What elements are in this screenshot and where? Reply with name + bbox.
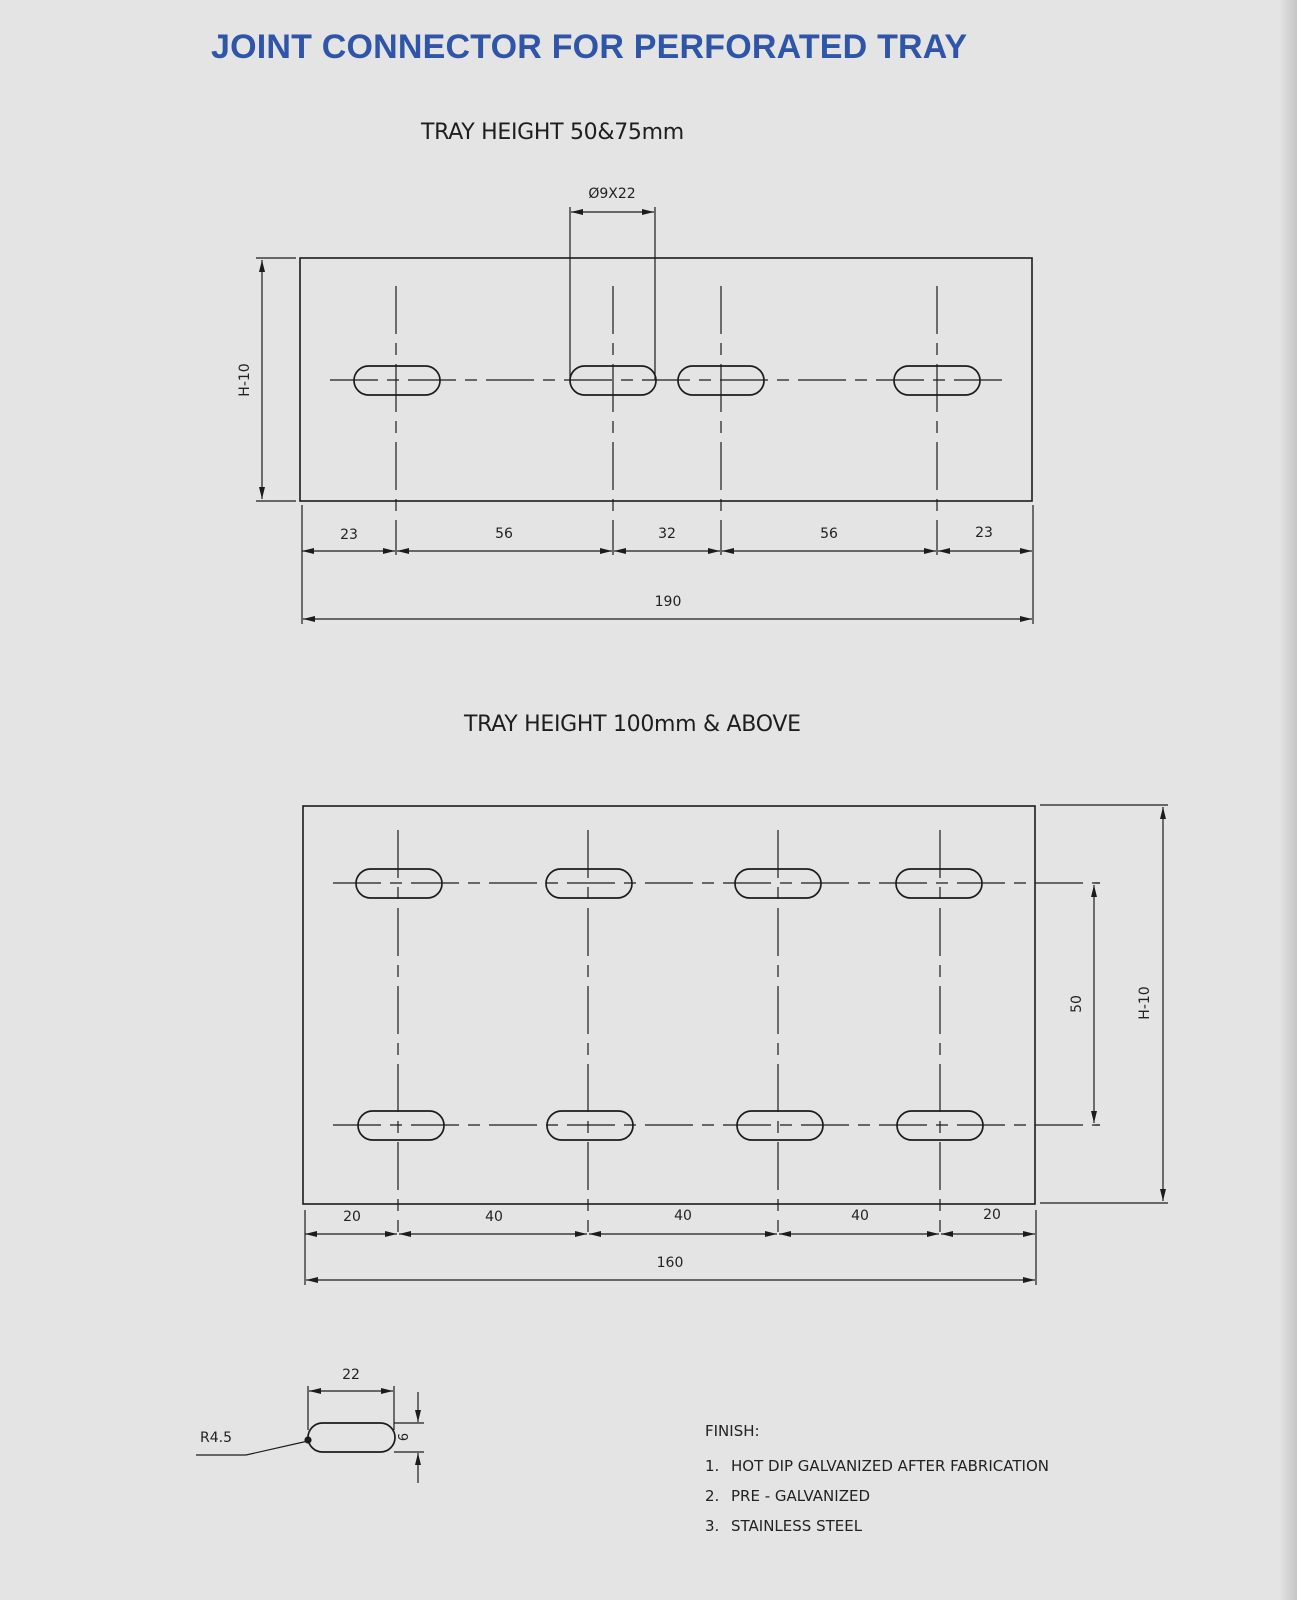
slot-size-callout: Ø9X22 xyxy=(588,186,635,202)
slot-detail: 22 9 R4.5 xyxy=(196,1367,424,1483)
slot-hole xyxy=(353,365,441,396)
slot-hole xyxy=(677,365,765,396)
height-label: H-10 xyxy=(237,363,253,396)
spacing-label: 56 xyxy=(820,526,838,542)
slot-hole xyxy=(734,868,822,899)
overall-length-label: 190 xyxy=(655,594,682,610)
spacing-label: 20 xyxy=(983,1207,1001,1223)
spacing-label: 20 xyxy=(343,1209,361,1225)
radius-label: R4.5 xyxy=(200,1430,232,1446)
spacing-label: 40 xyxy=(485,1209,503,1225)
connector-plate-outline xyxy=(302,805,1036,1205)
spacing-label: 40 xyxy=(674,1208,692,1224)
spacing-label: 40 xyxy=(851,1208,869,1224)
finish-notes: FINISH: 1.HOT DIP GALVANIZED AFTER FABRI… xyxy=(705,1424,1049,1549)
document-title: JOINT CONNECTOR FOR PERFORATED TRAY xyxy=(211,28,968,66)
slot-hole xyxy=(569,365,657,396)
slot-hole xyxy=(545,868,633,899)
finish-item: 2.PRE - GALVANIZED xyxy=(705,1487,870,1505)
spacing-label: 23 xyxy=(975,525,993,541)
spacing-label: 56 xyxy=(495,526,513,542)
slot-hole xyxy=(736,1110,824,1141)
drawing-1-title: TRAY HEIGHT 50&75mm xyxy=(421,120,684,145)
finish-heading: FINISH: xyxy=(705,1422,760,1440)
drawing-2-title: TRAY HEIGHT 100mm & ABOVE xyxy=(464,712,801,737)
finish-item: 3.STAINLESS STEEL xyxy=(705,1517,863,1535)
slot-hole xyxy=(357,1110,445,1141)
page-edge-shadow xyxy=(1279,0,1297,1600)
spacing-label: 23 xyxy=(340,527,358,543)
slot-hole xyxy=(895,868,983,899)
drawing-1: H-10 Ø9X22 23 56 32 56 23 190 xyxy=(237,186,1034,624)
slot-length-label: 22 xyxy=(342,1367,360,1383)
connector-plate-outline xyxy=(299,257,1033,502)
row-spacing-label: 50 xyxy=(1069,995,1085,1013)
drawing-2: 50 H-10 20 40 40 40 20 160 xyxy=(302,804,1168,1285)
slot-hole xyxy=(546,1110,634,1141)
finish-item: 1.HOT DIP GALVANIZED AFTER FABRICATION xyxy=(705,1457,1049,1475)
slot-detail-outline xyxy=(307,1422,396,1453)
slot-width-label: 9 xyxy=(394,1433,409,1441)
slot-hole xyxy=(893,365,981,396)
spacing-label: 32 xyxy=(658,526,676,542)
height-label: H-10 xyxy=(1137,986,1153,1019)
slot-hole xyxy=(355,868,443,899)
overall-length-label: 160 xyxy=(657,1255,684,1271)
slot-hole xyxy=(896,1110,984,1141)
